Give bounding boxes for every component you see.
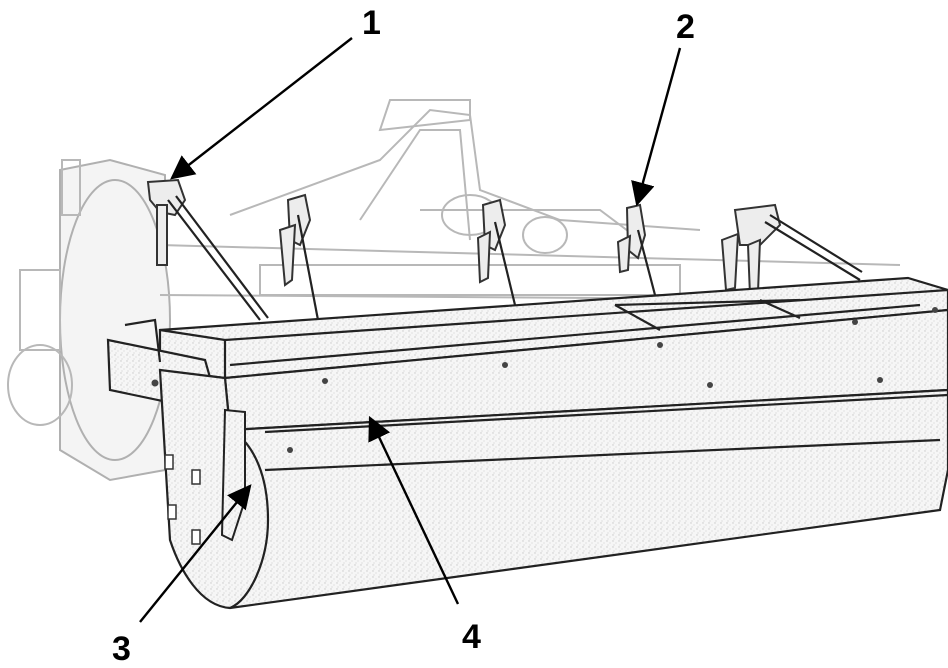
callout-arrow-3 xyxy=(139,484,252,623)
callout-arrow-4 xyxy=(368,415,460,605)
callout-label-4: 4 xyxy=(462,618,481,656)
hanger-arm-5 xyxy=(720,203,863,297)
callout-label-1: 1 xyxy=(362,4,381,42)
callout-arrow-1 xyxy=(170,37,353,180)
hanger-arm-1 xyxy=(146,178,269,321)
callout-label-2: 2 xyxy=(676,8,695,46)
hanger-arm-2 xyxy=(278,193,320,321)
hanger-arm-3 xyxy=(476,198,517,306)
callout-label-3: 3 xyxy=(112,630,131,668)
callout-arrow-2 xyxy=(631,47,682,207)
hanger-arm-4 xyxy=(616,203,657,296)
